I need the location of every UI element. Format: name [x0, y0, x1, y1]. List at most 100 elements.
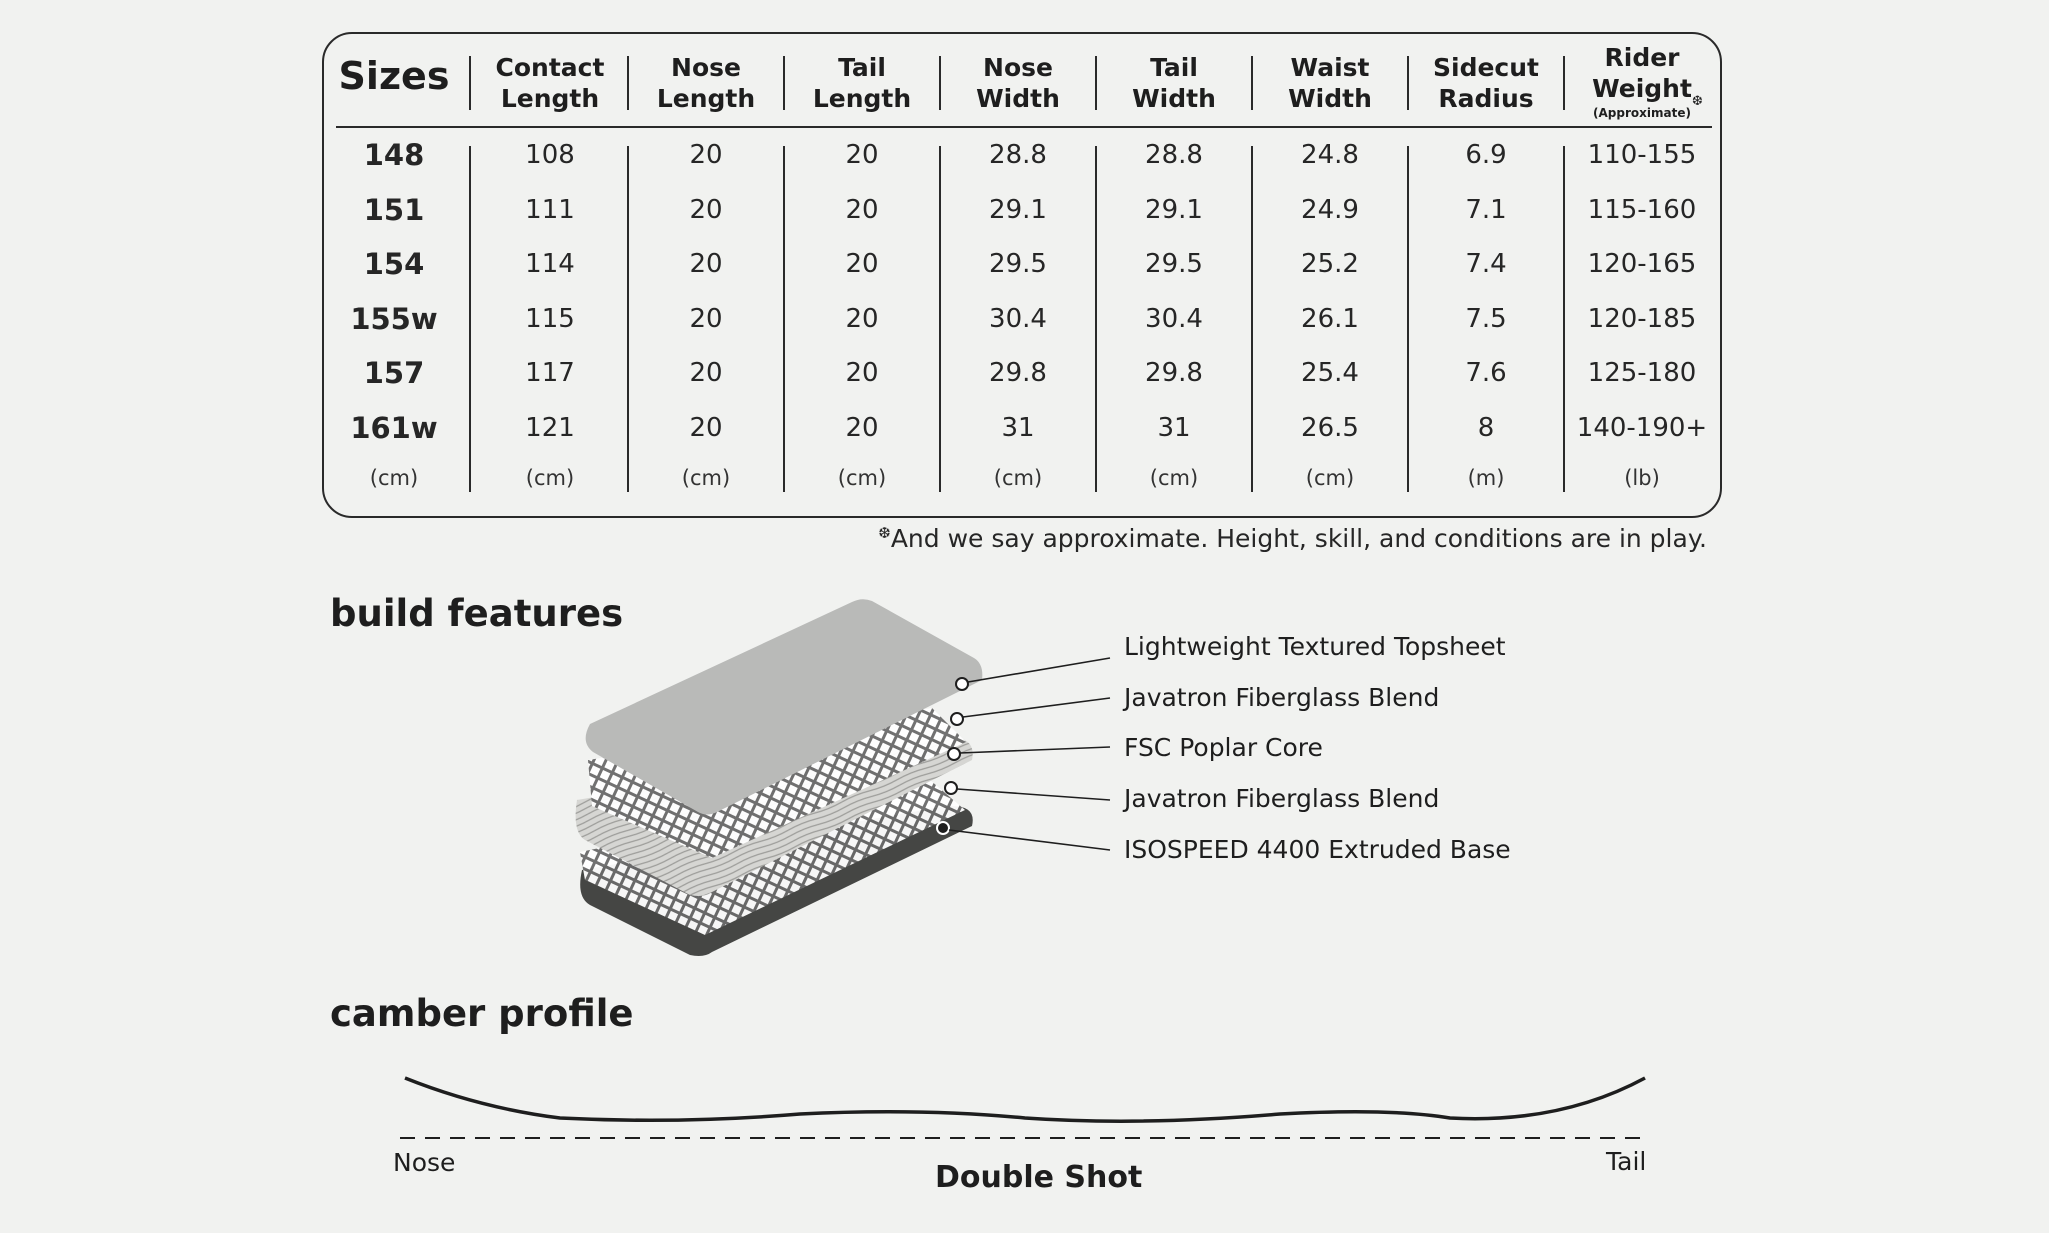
spec-cell: 20 — [845, 412, 879, 443]
size-spec-table: Sizes Contact Length Nose Length Tail Lengt… — [322, 32, 1722, 518]
spec-cell: 20 — [689, 303, 723, 334]
leader-line — [959, 746, 1111, 754]
spec-cell: 31 — [1001, 412, 1035, 443]
column-header: Rider Weight — [1592, 43, 1692, 103]
layer-label-fiberglass-bottom: Javatron Fiberglass Blend — [1124, 784, 1440, 813]
column-header: Contact Length — [495, 53, 605, 113]
spec-cell: 28.8 — [1145, 140, 1203, 170]
leader-line — [948, 829, 1111, 851]
spec-cell: 25.4 — [1301, 358, 1359, 388]
size-cell: 154 — [363, 247, 425, 281]
spec-cell: 140-190+ — [1576, 412, 1708, 443]
spec-cell: 7.5 — [1465, 303, 1507, 334]
spec-cell: 29.8 — [989, 358, 1047, 388]
column-header: Waist Width — [1288, 53, 1372, 113]
leader-dot — [936, 821, 950, 835]
spec-cell: 20 — [689, 249, 723, 279]
spec-cell: 28.8 — [989, 140, 1047, 170]
spec-cell: 7.6 — [1465, 358, 1507, 388]
spec-cell: 20 — [845, 303, 879, 334]
spec-cell: 6.9 — [1465, 140, 1507, 170]
spec-cell: 24.9 — [1301, 194, 1359, 225]
tail-label: Tail — [1606, 1147, 1647, 1176]
size-cell: 155w — [350, 301, 438, 336]
table-rules — [336, 56, 1712, 492]
unit-label: (cm) — [369, 466, 419, 490]
spec-cell: 20 — [689, 140, 723, 170]
column-header: Sizes — [338, 54, 450, 98]
column-header: Nose Width — [976, 53, 1060, 113]
spec-cell: 26.5 — [1301, 412, 1359, 443]
leader-line — [967, 657, 1111, 683]
unit-label: (cm) — [525, 466, 575, 490]
spec-cell: 25.2 — [1301, 249, 1359, 279]
topsheet-layer — [585, 599, 983, 815]
spec-cell: 121 — [525, 412, 575, 443]
spec-cell: 29.8 — [1145, 358, 1203, 388]
layer-stack-diagram — [575, 599, 1111, 956]
column-header: Tail Length — [812, 53, 912, 113]
leader-dot — [944, 781, 958, 795]
upper-fiberglass-layer — [588, 708, 966, 858]
unit-label: (cm) — [837, 466, 887, 490]
spec-cell: 7.4 — [1465, 249, 1507, 279]
camber-profile-title: camber profile — [330, 992, 634, 1035]
spec-cell: 114 — [525, 249, 575, 279]
layer-label-core: FSC Poplar Core — [1124, 733, 1323, 762]
camber-curve — [404, 1076, 1646, 1123]
footnote-text: And we say approximate. Height, skill, a… — [890, 524, 1707, 553]
unit-label: (m) — [1467, 466, 1505, 490]
size-cell: 151 — [363, 192, 425, 227]
unit-label: (cm) — [993, 466, 1043, 490]
spec-cell: 20 — [689, 194, 723, 225]
spec-cell: 29.1 — [1145, 194, 1203, 225]
spec-cell: 30.4 — [1145, 303, 1203, 334]
spec-cell: 7.1 — [1465, 194, 1507, 225]
spec-cell: 115-160 — [1587, 194, 1697, 225]
spec-cell: 125-180 — [1587, 358, 1697, 388]
camber-profile-diagram — [400, 1076, 1650, 1139]
leader-dot — [947, 747, 961, 761]
spec-cell: 120-185 — [1587, 303, 1697, 334]
size-cell: 157 — [363, 356, 425, 390]
unit-label: (cm) — [681, 466, 731, 490]
column-header-subtitle: (Approximate) — [1593, 106, 1691, 120]
spec-cell: 29.1 — [989, 194, 1047, 225]
leader-line — [962, 697, 1111, 718]
spec-cell: 29.5 — [1145, 249, 1203, 279]
rider-weight-footnote: ❆And we say approximate. Height, skill, … — [878, 524, 1707, 553]
spec-cell: 110-155 — [1587, 140, 1697, 170]
spec-cell: 20 — [689, 412, 723, 443]
unit-label: (cm) — [1305, 466, 1355, 490]
column-header: Sidecut Radius — [1433, 53, 1539, 113]
spec-cell: 111 — [525, 194, 575, 225]
spec-cell: 26.1 — [1301, 303, 1359, 334]
layer-label-base: ISOSPEED 4400 Extruded Base — [1124, 835, 1511, 864]
unit-label: (lb) — [1624, 466, 1660, 490]
layer-label-fiberglass-top: Javatron Fiberglass Blend — [1124, 683, 1440, 712]
layer-label-topsheet: Lightweight Textured Topsheet — [1124, 632, 1506, 661]
build-features-title: build features — [330, 592, 624, 635]
size-cell: 148 — [363, 138, 425, 172]
leader-dot — [950, 712, 964, 726]
spec-cell: 29.5 — [989, 249, 1047, 279]
size-cell: 161w — [350, 410, 438, 445]
spec-cell: 20 — [689, 358, 723, 388]
camber-profile-name: Double Shot — [935, 1160, 1143, 1195]
spec-cell: 20 — [845, 194, 879, 225]
spec-cell: 20 — [845, 358, 879, 388]
footnote-mark: ❆ — [878, 524, 891, 542]
leader-dot — [955, 677, 969, 691]
leader-line — [956, 788, 1111, 801]
column-header: Tail Width — [1132, 53, 1216, 113]
spec-cell: 115 — [525, 303, 575, 334]
spec-cell: 30.4 — [989, 303, 1047, 334]
nose-label: Nose — [393, 1148, 456, 1177]
spec-cell: 24.8 — [1301, 140, 1359, 170]
spec-cell: 108 — [525, 140, 575, 170]
spec-cell: 8 — [1477, 412, 1495, 443]
column-header: Nose Length — [656, 53, 756, 113]
unit-label: (cm) — [1149, 466, 1199, 490]
spec-cell: 20 — [845, 249, 879, 279]
spec-cell: 120-165 — [1587, 249, 1697, 279]
